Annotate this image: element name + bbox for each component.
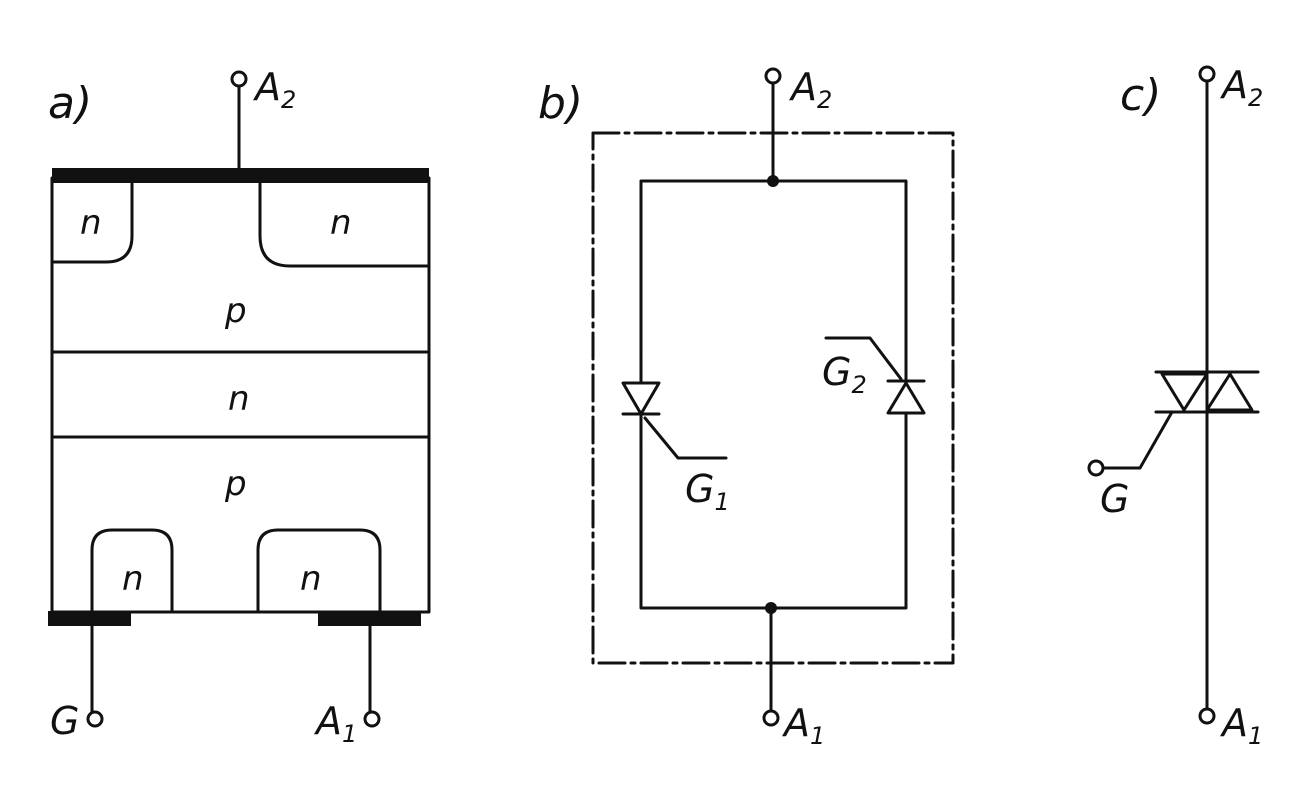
terminal-g-label: G [50, 699, 79, 743]
gate-metal-contact [48, 611, 131, 626]
terminal-a1-node-b [762, 709, 780, 727]
triac-symbol [1100, 370, 1260, 470]
terminal-g-label-c: G [1100, 477, 1129, 521]
thyristor-2-symbol [824, 336, 926, 442]
layer-label-n-bottom-right: n [300, 559, 322, 599]
terminal-a2-label: A2 [252, 65, 296, 114]
layer-label-p-upper: p [224, 291, 247, 331]
gate-g1-label: G1 [685, 467, 730, 516]
layer-label-n-middle: n [228, 379, 250, 419]
n-region-top-right [258, 178, 429, 268]
panel-a-label: a) [48, 78, 92, 129]
layer-label-p-lower: p [224, 464, 247, 504]
terminal-a1-label-c: A1 [1219, 701, 1263, 750]
panel-b-label: b) [538, 78, 583, 129]
thyristor-1-symbol [621, 358, 728, 460]
panel-b: b) A2 G1 [538, 65, 955, 750]
terminal-a1-node [363, 710, 381, 728]
terminal-a2-label-c: A2 [1219, 63, 1263, 112]
top-metal-contact [52, 168, 429, 183]
gate-g2-label: G2 [822, 350, 867, 399]
terminal-g-node [86, 710, 104, 728]
n-region-bottom-left [90, 528, 174, 612]
terminal-g-node-c [1087, 459, 1105, 477]
terminal-a2-node-c [1198, 65, 1216, 83]
terminal-a1-node-c [1198, 707, 1216, 725]
terminal-a2-node-b [764, 67, 782, 85]
junction-dot-top [767, 175, 779, 187]
panel-c-label: c) [1120, 70, 1161, 121]
a1-metal-contact [318, 611, 421, 626]
terminal-a2-node [230, 70, 248, 88]
panel-a: a) A2 n n p n p n [48, 65, 431, 748]
terminal-a1-label: A1 [313, 699, 357, 748]
panel-c: c) A2 G A1 [1087, 63, 1263, 750]
layer-label-n-bottom-left: n [122, 559, 144, 599]
layer-label-n-top-right: n [330, 203, 352, 243]
terminal-a1-label-b: A1 [781, 701, 825, 750]
layer-label-n-top-left: n [80, 203, 102, 243]
n-region-bottom-right [256, 528, 382, 612]
n-region-top-left [52, 178, 134, 264]
terminal-a2-label-b: A2 [788, 65, 832, 114]
semiconductor-body [50, 176, 431, 614]
